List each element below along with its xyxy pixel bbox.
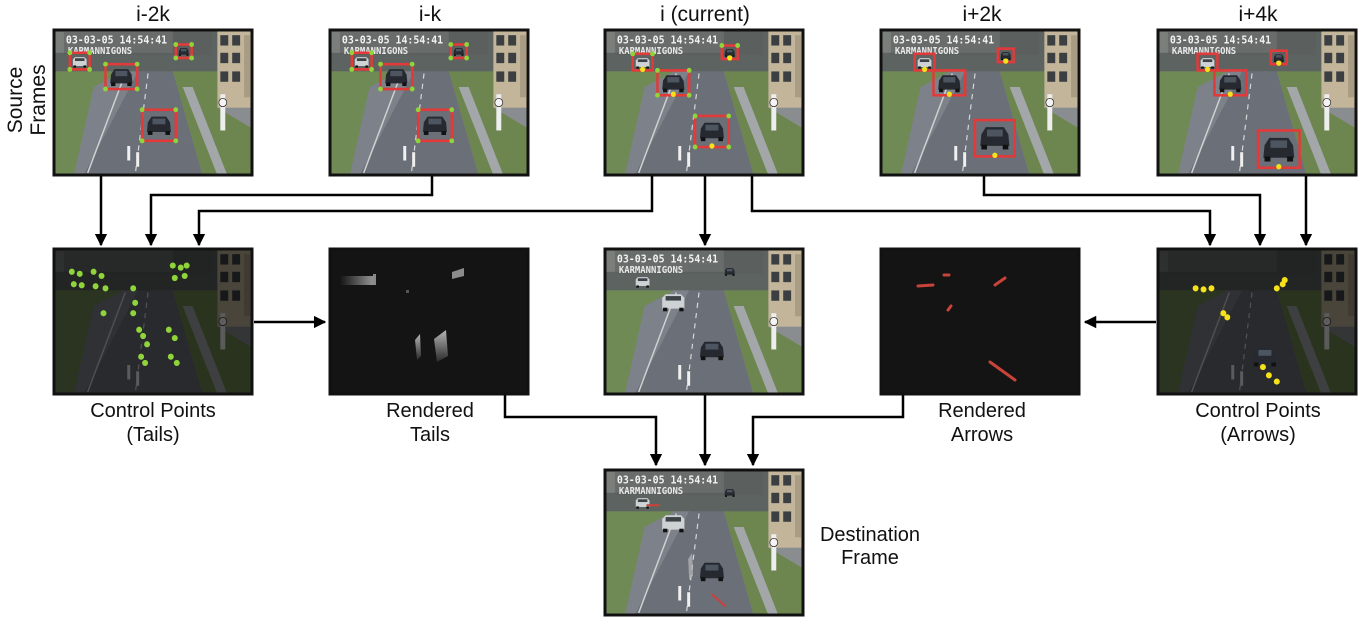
tails-render-label-line1: Rendered bbox=[386, 400, 474, 422]
header-i-current: i (current) bbox=[660, 3, 750, 26]
source-frames-label-line2: Frames bbox=[27, 64, 50, 135]
svg-text:03-03-05 14:54:41: 03-03-05 14:54:41 bbox=[617, 35, 718, 46]
rendered-tails-panel bbox=[328, 247, 530, 396]
source-frame-i-current: 03-03-05 14:54:41 KARMANNIGONS bbox=[603, 28, 805, 177]
svg-text:03-03-05 14:54:41: 03-03-05 14:54:41 bbox=[342, 35, 443, 46]
arrows-render-label-line2: Arrows bbox=[951, 424, 1013, 446]
svg-text:KARMANNIGONS: KARMANNIGONS bbox=[344, 47, 408, 57]
source-frames-label: Source Frames bbox=[4, 64, 50, 135]
arrow-tails-to-destination bbox=[503, 395, 663, 467]
destination-frame: 03-03-05 14:54:41 KARMANNIGONS bbox=[603, 468, 805, 617]
svg-text:03-03-05 14:54:41: 03-03-05 14:54:41 bbox=[1170, 35, 1271, 46]
svg-text:KARMANNIGONS: KARMANNIGONS bbox=[895, 47, 959, 57]
svg-text:KARMANNIGONS: KARMANNIGONS bbox=[619, 47, 683, 57]
connectors bbox=[94, 176, 1313, 467]
source-frames-label-line1: Source bbox=[4, 67, 27, 134]
arrow-i+2k-to-arrows bbox=[982, 176, 1267, 247]
arrows-points-label-line2: (Arrows) bbox=[1220, 424, 1296, 446]
svg-text:KARMANNIGONS: KARMANNIGONS bbox=[619, 266, 683, 276]
svg-text:03-03-05 14:54:41: 03-03-05 14:54:41 bbox=[66, 35, 167, 46]
source-frame-i+2k: 03-03-05 14:54:41 KARMANNIGONS bbox=[879, 28, 1081, 177]
tails-points-label-line1: Control Points bbox=[90, 400, 216, 422]
arrows-points-label-line1: Control Points bbox=[1195, 400, 1321, 422]
header-i-2k: i-2k bbox=[136, 3, 170, 26]
header-i+4k: i+4k bbox=[1238, 3, 1278, 26]
header-i+2k: i+2k bbox=[962, 3, 1002, 26]
header-i-k: i-k bbox=[419, 3, 442, 26]
tails-points-label-line2: (Tails) bbox=[126, 424, 179, 446]
destination-label-line1: Destination bbox=[820, 524, 920, 546]
arrow-current-to-arrows bbox=[750, 176, 1217, 247]
source-frame-i-k: 03-03-05 14:54:41 KARMANNIGONS bbox=[328, 28, 530, 177]
svg-text:03-03-05 14:54:41: 03-03-05 14:54:41 bbox=[617, 475, 718, 486]
svg-text:KARMANNIGONS: KARMANNIGONS bbox=[619, 487, 683, 497]
destination-label-line2: Frame bbox=[841, 547, 899, 569]
source-frame-i+4k: 03-03-05 14:54:41 KARMANNIGONS bbox=[1156, 28, 1358, 177]
arrow-i-k-to-tails bbox=[144, 176, 434, 247]
svg-text:03-03-05 14:54:41: 03-03-05 14:54:41 bbox=[617, 254, 718, 265]
current-frame-copy: 03-03-05 14:54:41 KARMANNIGONS bbox=[603, 247, 805, 396]
svg-text:03-03-05 14:54:41: 03-03-05 14:54:41 bbox=[893, 35, 994, 46]
svg-text:KARMANNIGONS: KARMANNIGONS bbox=[1172, 47, 1236, 57]
tails-render-label-line2: Tails bbox=[410, 424, 450, 446]
arrow-arrows-to-destination bbox=[746, 395, 905, 467]
source-frame-i-2k: 03-03-05 14:54:41 KARMANNIGONS bbox=[52, 28, 254, 177]
rendered-arrows-panel bbox=[879, 247, 1081, 396]
arrows-render-label-line1: Rendered bbox=[938, 400, 1026, 422]
arrow-current-to-tails bbox=[192, 176, 654, 247]
control-points-arrows-panel bbox=[1156, 247, 1358, 396]
control-points-tails-panel bbox=[52, 247, 254, 396]
svg-text:KARMANNIGONS: KARMANNIGONS bbox=[68, 47, 132, 57]
